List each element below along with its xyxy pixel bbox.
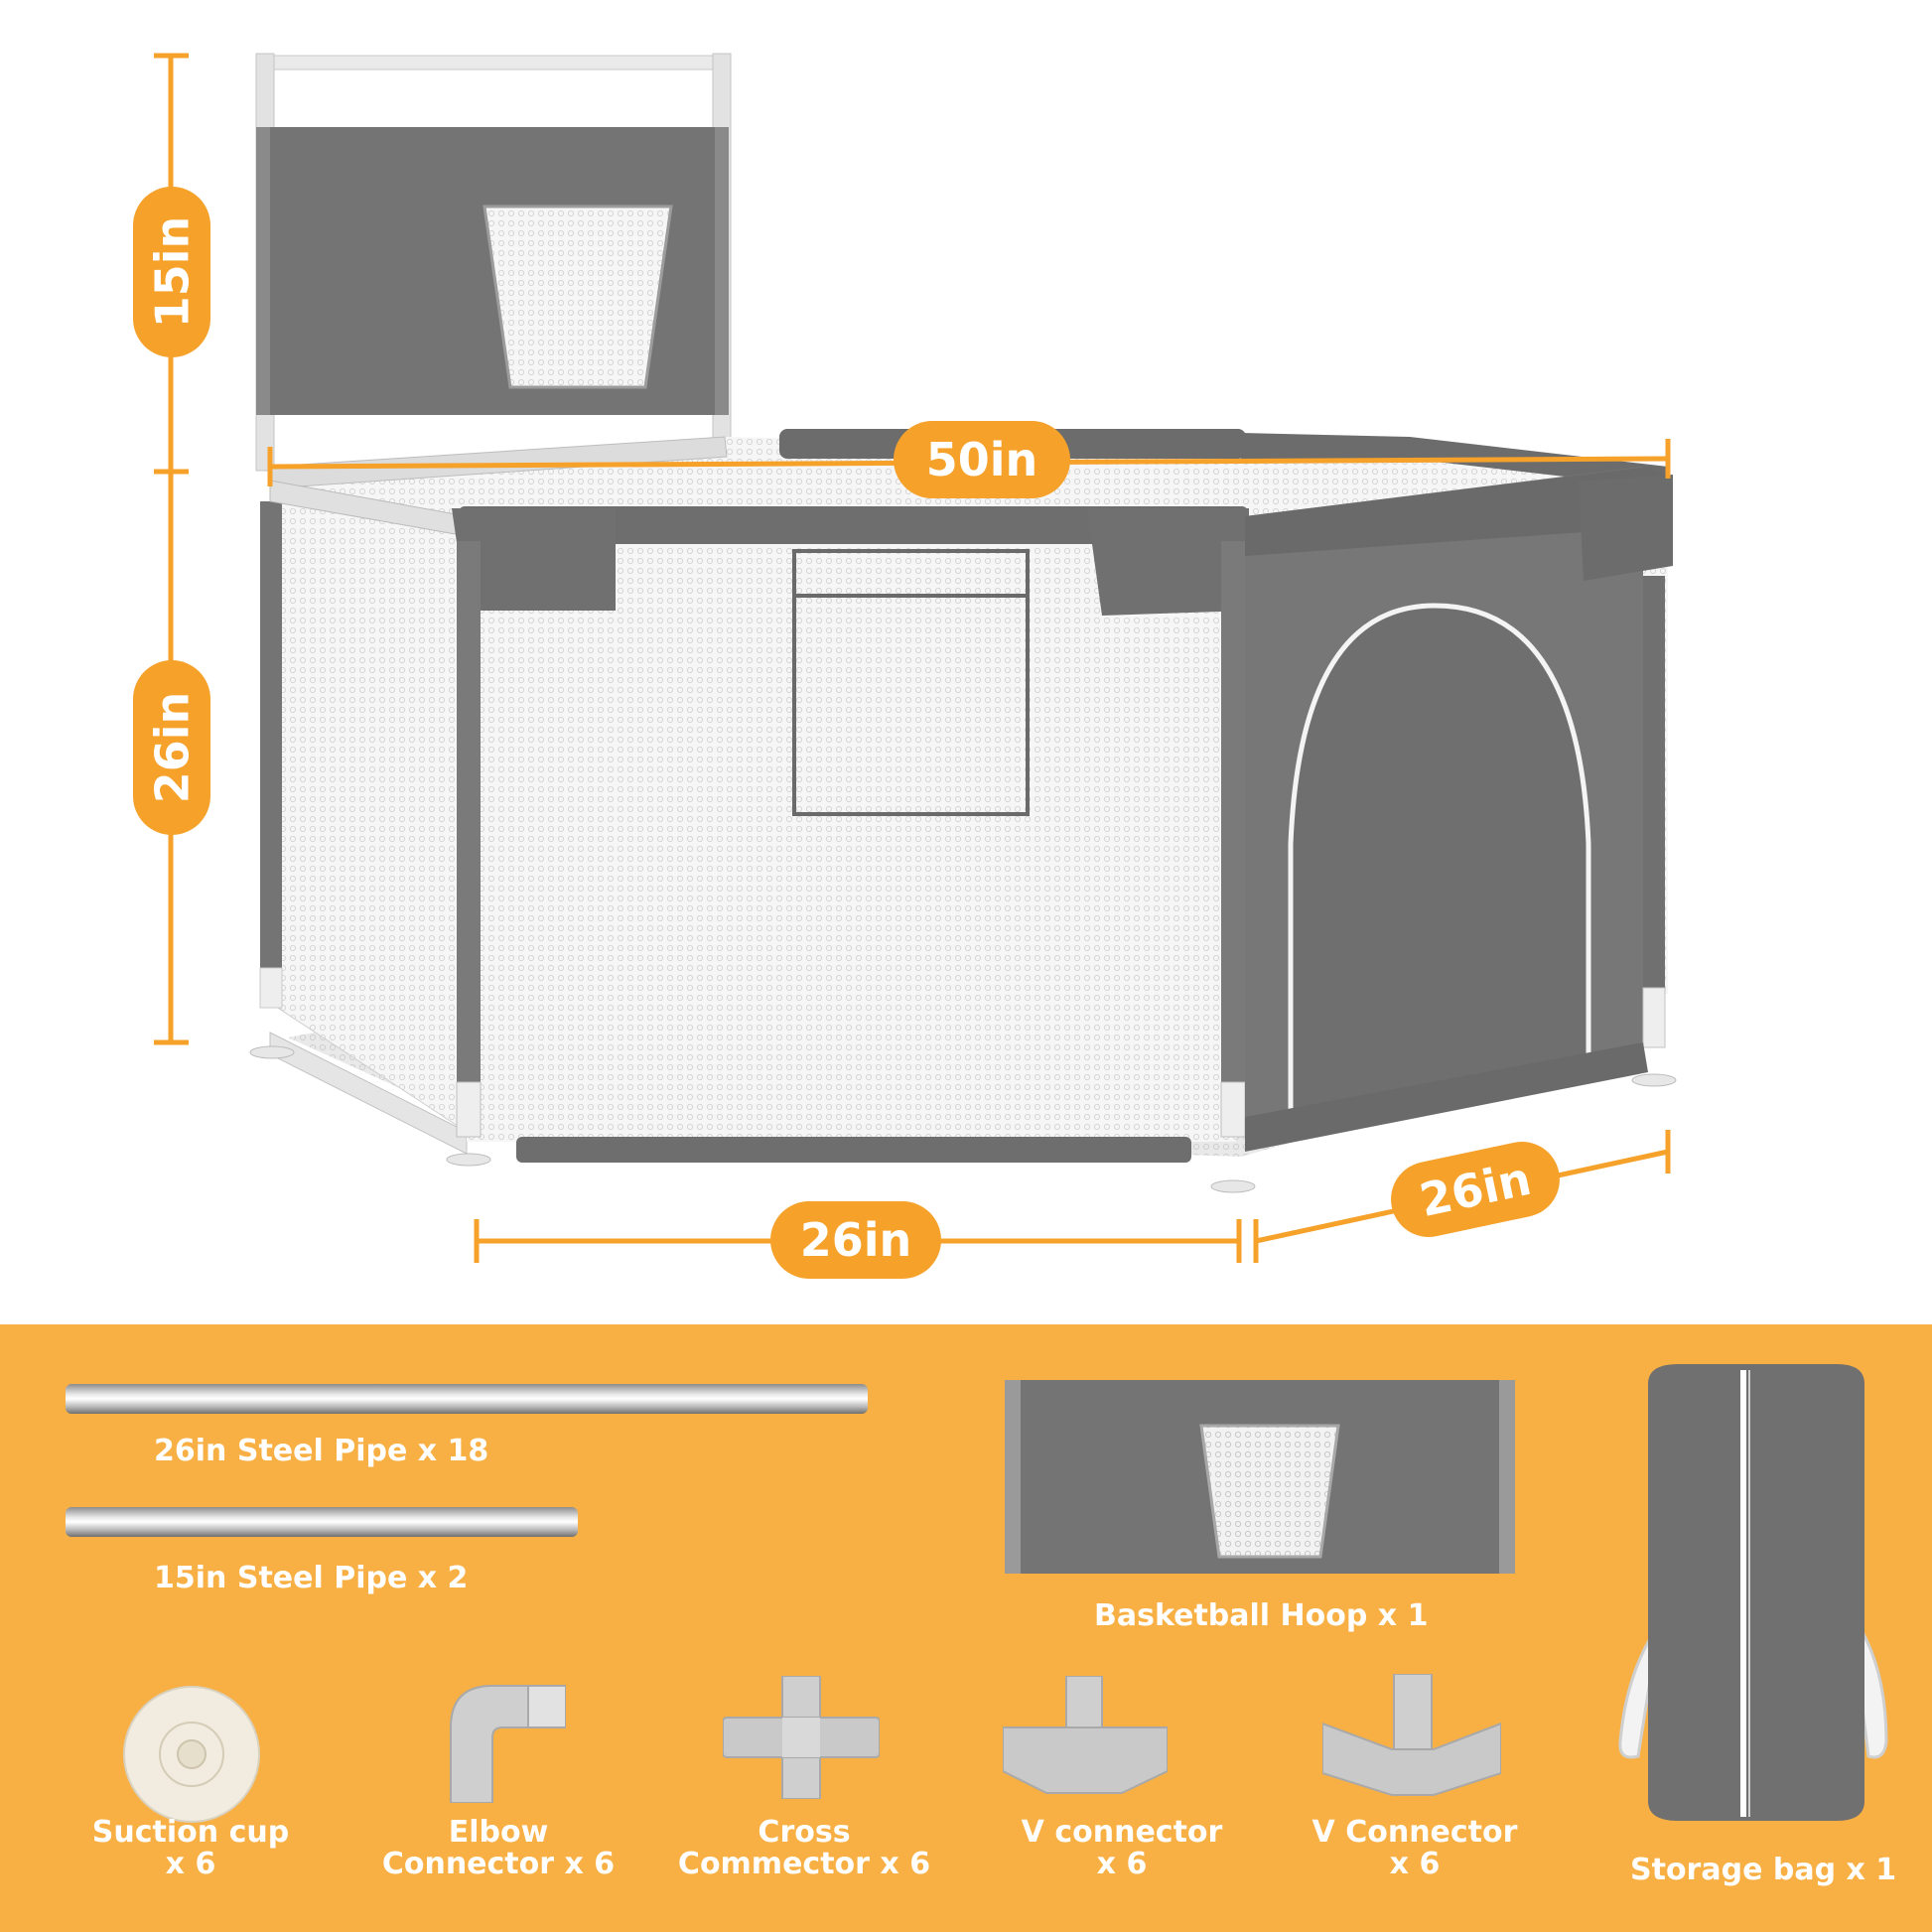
basketball-hoop-icon xyxy=(1005,1380,1515,1574)
v-connector-icon xyxy=(1003,1676,1168,1794)
steel-pipe-short-icon xyxy=(66,1507,578,1537)
hoop-backboard xyxy=(255,53,732,472)
front-mesh-wall xyxy=(467,511,1236,1142)
part-label-storage-bag: Storage bag x 1 xyxy=(1630,1853,1897,1887)
dim-height-top: 15in xyxy=(133,187,210,357)
steel-pipe-long-icon xyxy=(66,1384,868,1414)
dim-width-back: 50in xyxy=(894,421,1070,498)
dim-height-bottom: 26in xyxy=(133,660,210,835)
playpen-illustration xyxy=(154,53,1677,1263)
parts-panel xyxy=(0,1324,1932,1932)
part-label-short-pipe: 15in Steel Pipe x 2 xyxy=(154,1561,469,1595)
storage-bag-icon xyxy=(1618,1364,1888,1821)
suction-cup-icon xyxy=(123,1686,260,1823)
v-connector-icon xyxy=(1322,1674,1501,1796)
part-label-long-pipe: 26in Steel Pipe x 18 xyxy=(154,1434,489,1468)
elbow-connector-icon xyxy=(450,1685,566,1803)
cross-connector-icon xyxy=(723,1676,880,1799)
dim-width-front: 26in xyxy=(770,1201,941,1279)
part-label-hoop: Basketball Hoop x 1 xyxy=(1094,1598,1429,1633)
